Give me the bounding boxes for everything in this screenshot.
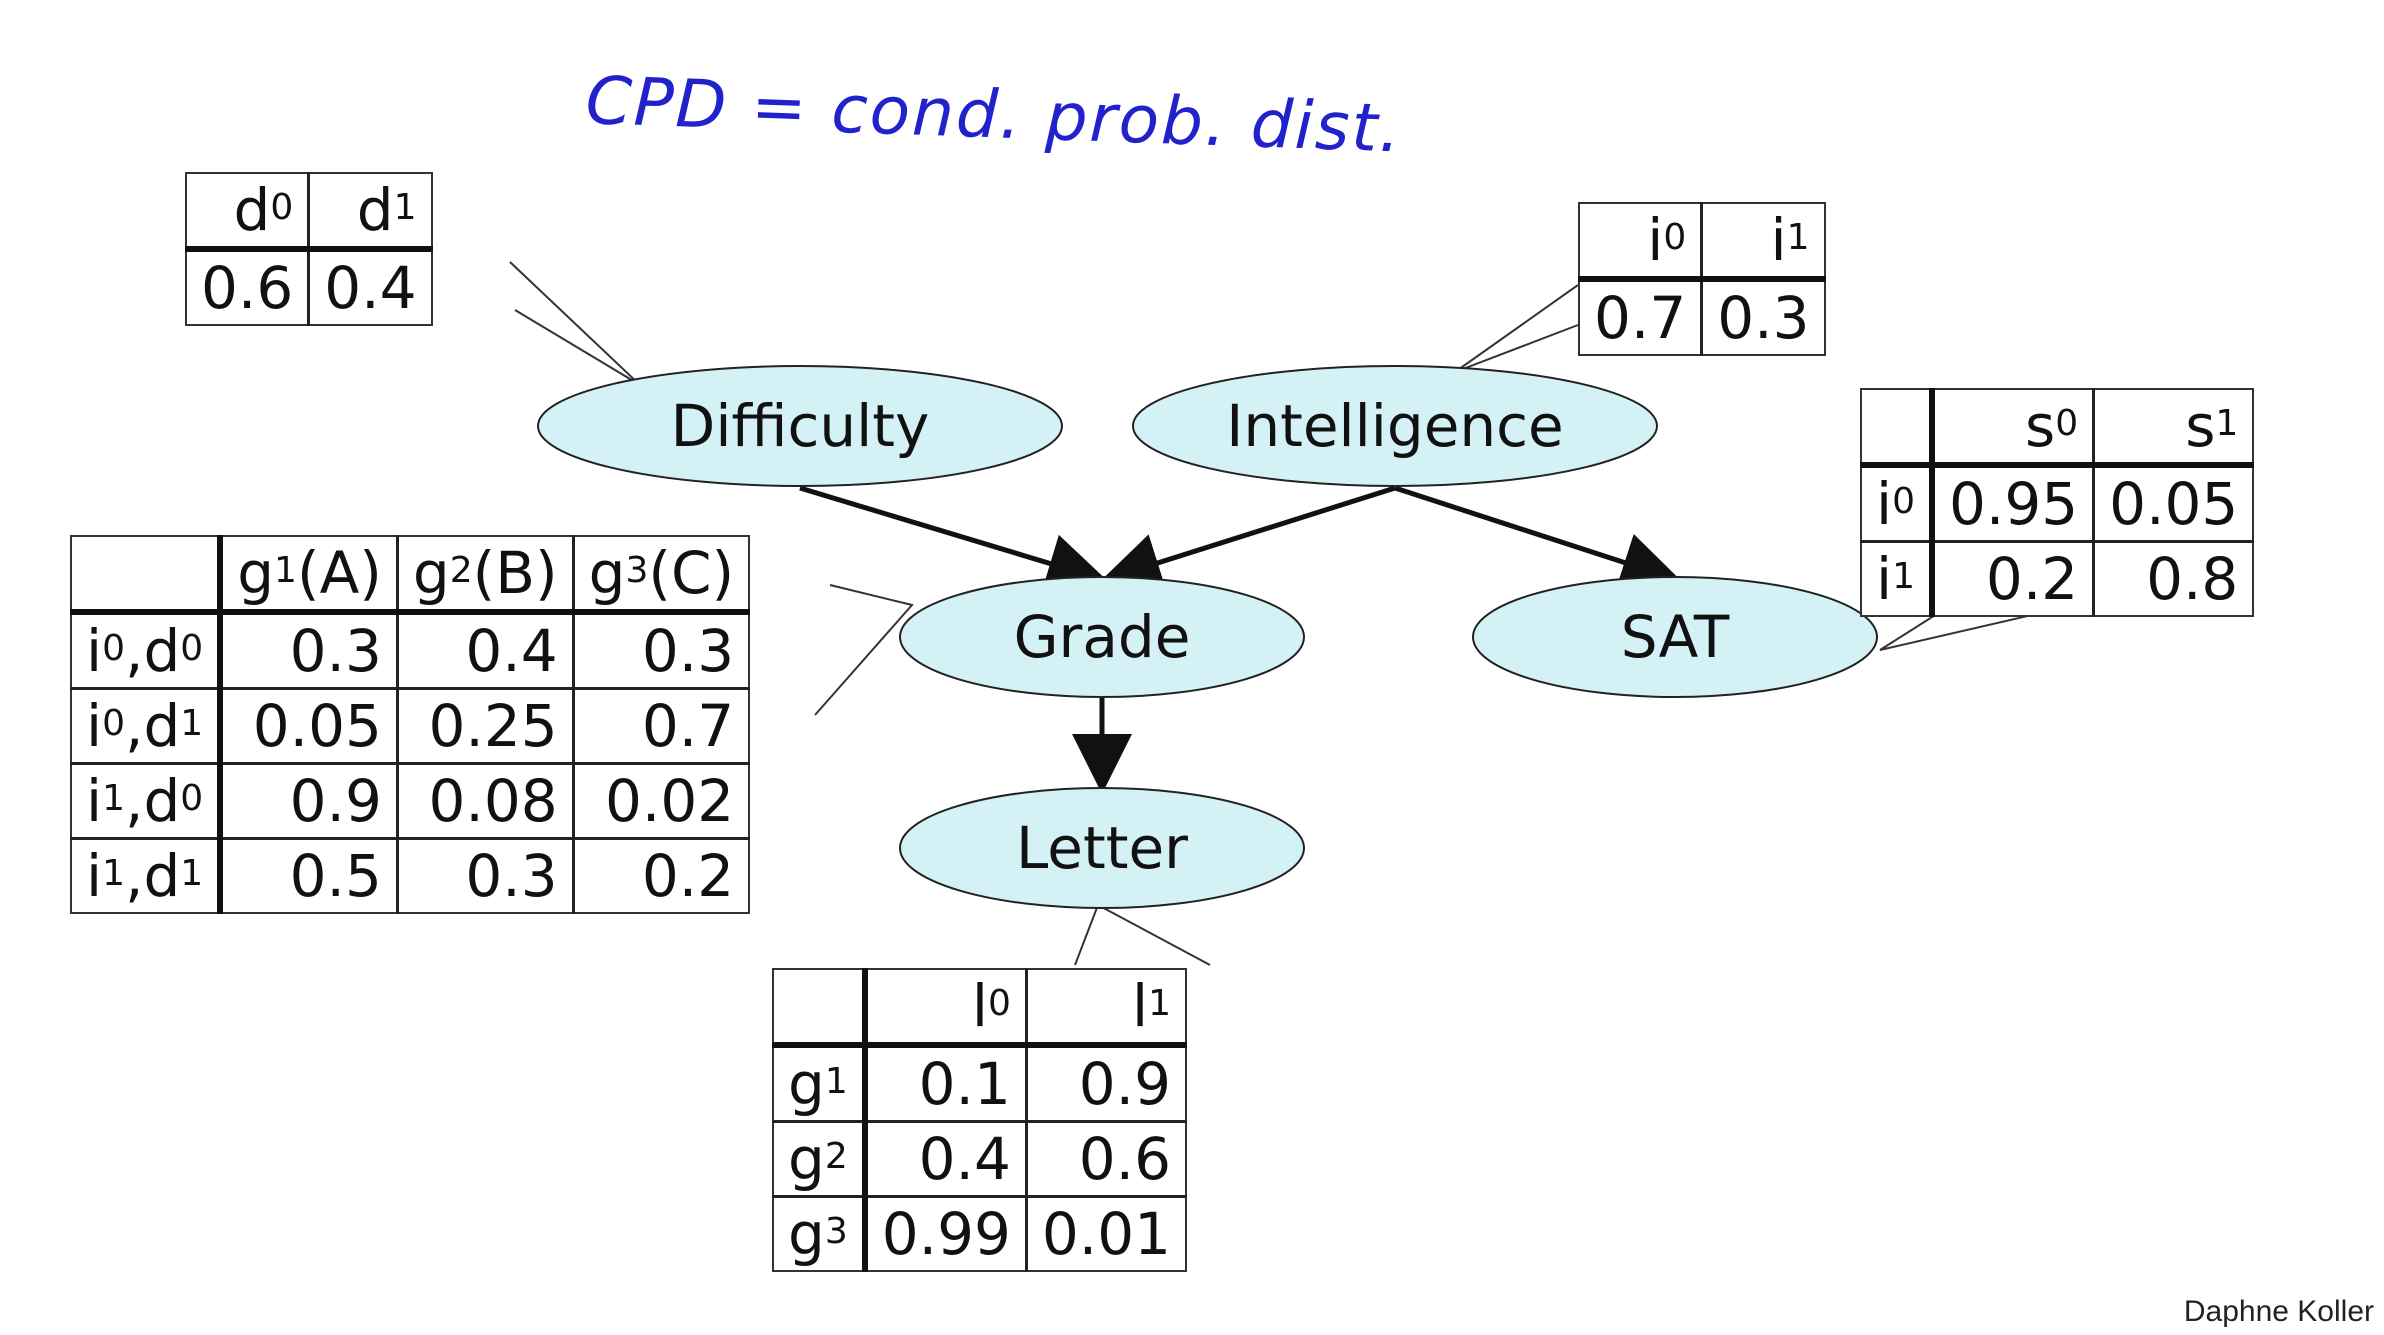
node-sat: SAT xyxy=(1472,576,1878,698)
author-credit: Daphne Koller xyxy=(2183,1295,2374,1328)
probability-cell: 0.02 xyxy=(573,763,750,840)
row-label: i1 xyxy=(1861,541,1936,616)
column-header: s0 xyxy=(1932,389,2096,468)
probability-cell: 0.3 xyxy=(397,838,575,913)
node-letter: Letter xyxy=(899,787,1305,909)
column-header: i0 xyxy=(1579,203,1704,282)
node-difficulty: Difficulty xyxy=(537,365,1063,487)
column-header: g3(C) xyxy=(573,536,750,615)
probability-cell: 0.8 xyxy=(2146,545,2239,613)
node-intelligence-label: Intelligence xyxy=(1226,392,1563,460)
row-label: i0 xyxy=(1861,465,1936,543)
probability-cell: 0.5 xyxy=(220,838,399,913)
probability-cell: 0.9 xyxy=(220,763,399,840)
table-header-row: g1(A)g2(B)g3(C) xyxy=(71,536,750,615)
corner-cell xyxy=(773,969,868,1048)
column-header: d1 xyxy=(308,173,432,252)
callout-letter xyxy=(1074,903,1211,966)
column-header: i1 xyxy=(1701,203,1825,282)
edge-intelligence-grade xyxy=(1100,485,1396,592)
node-letter-label: Letter xyxy=(1016,814,1188,882)
row-label: i1,d0 xyxy=(71,763,224,840)
row-label: i1,d1 xyxy=(71,838,224,913)
row-label: g2 xyxy=(773,1121,868,1198)
callout-grade xyxy=(814,584,914,716)
probability-cell: 0.7 xyxy=(573,688,750,765)
edge-difficulty-grade xyxy=(799,485,1108,593)
probability-cell: 0.05 xyxy=(220,688,399,765)
corner-cell xyxy=(71,536,224,615)
column-header: s1 xyxy=(2093,389,2254,468)
probability-cell: 0.99 xyxy=(864,1196,1028,1271)
callout-intelligence xyxy=(1454,284,1579,373)
probability-cell: 0.4 xyxy=(324,254,417,322)
probability-cell: 0.2 xyxy=(641,842,735,910)
probability-cell: 0.2 xyxy=(1932,541,2096,616)
probability-cell: 0.25 xyxy=(397,688,575,765)
probability-cell: 0.08 xyxy=(397,763,575,840)
probability-cell: 0.4 xyxy=(864,1121,1028,1198)
probability-cell: 0.6 xyxy=(1026,1121,1187,1198)
probability-cell: 0.7 xyxy=(1579,279,1704,355)
callout-sat xyxy=(1879,611,2046,651)
probability-cell: 0.4 xyxy=(397,612,575,690)
node-sat-label: SAT xyxy=(1621,603,1730,671)
probability-cell: 0.95 xyxy=(1932,465,2096,543)
probability-cell: 0.01 xyxy=(1041,1200,1172,1268)
node-intelligence: Intelligence xyxy=(1132,365,1658,487)
probability-cell: 0.9 xyxy=(1026,1045,1187,1123)
column-header: d0 xyxy=(186,173,311,252)
row-label: g1 xyxy=(773,1045,868,1123)
column-header: l0 xyxy=(864,969,1028,1048)
row-label: i0,d1 xyxy=(71,688,224,765)
column-header: l1 xyxy=(1026,969,1187,1048)
edge-intelligence-sat xyxy=(1394,485,1682,592)
node-grade: Grade xyxy=(899,576,1305,698)
probability-cell: 0.05 xyxy=(2093,465,2254,543)
node-difficulty-label: Difficulty xyxy=(671,392,930,460)
row-label: g3 xyxy=(773,1196,868,1271)
probability-cell: 0.3 xyxy=(1717,284,1810,352)
node-grade-label: Grade xyxy=(1014,603,1191,671)
probability-cell: 0.1 xyxy=(864,1045,1028,1123)
probability-cell: 0.3 xyxy=(573,612,750,690)
corner-cell xyxy=(1861,389,1936,468)
callout-difficulty xyxy=(509,261,641,386)
column-header: g1(A) xyxy=(220,536,399,615)
row-label: i0,d0 xyxy=(71,612,224,690)
probability-cell: 0.6 xyxy=(186,249,311,325)
probability-cell: 0.3 xyxy=(220,612,399,690)
column-header: g2(B) xyxy=(397,536,575,615)
